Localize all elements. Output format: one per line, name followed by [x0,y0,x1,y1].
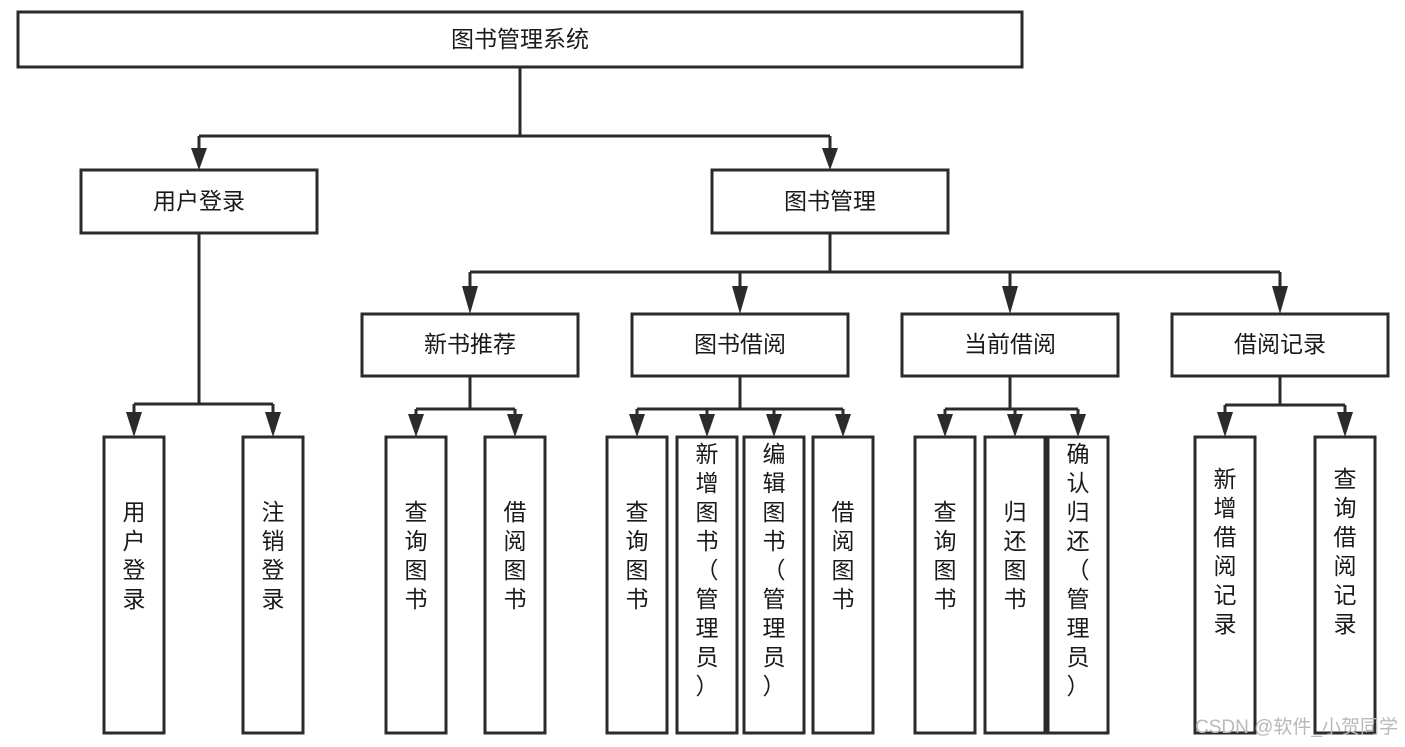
node-leaf-query-book-3-box[interactable] [913,435,977,735]
node-leaf-borrow-book-2-box[interactable] [811,435,875,735]
node-borrow-record-label: 借阅记录 [1234,331,1326,357]
node-leaf-edit-book[interactable]: 编辑图书（管理员） [742,435,806,735]
node-user-login-label: 用户登录 [153,188,245,214]
node-leaf-query-book-3[interactable]: 查询图书 [913,435,977,735]
csdn-watermark: CSDN @软件_小贺同学 [1195,716,1398,738]
connector-layer [126,67,1353,437]
node-book-manage-box[interactable] [710,168,950,235]
node-leaf-user-login-label: 用户登录 [123,499,146,612]
arrowhead-leaf-user-login [126,412,142,437]
arrowhead-leaf-return-book [1007,414,1023,437]
arrowhead-book-manage [822,148,838,170]
node-leaf-query-record-label: 查询借阅记录 [1334,466,1357,637]
arrowhead-leaf-borrow-book-2 [835,414,851,437]
arrowhead-newbook [462,286,478,314]
node-leaf-query-record[interactable]: 查询借阅记录 [1313,435,1377,735]
node-leaf-borrow-book-1[interactable]: 借阅图书 [483,435,547,735]
node-leaf-confirm-return[interactable]: 确认归还（管理员） [1046,435,1110,735]
arrowhead-bookborrow [732,286,748,314]
node-leaf-logout-login[interactable]: 注销登录 [241,435,305,735]
node-book-borrow[interactable]: 图书借阅 [630,312,850,378]
node-leaf-borrow-book-1-label: 借阅图书 [504,499,527,612]
arrowhead-leaf-borrow-book-1 [507,414,523,437]
node-borrow-record[interactable]: 借阅记录 [1170,312,1390,378]
node-new-book-recommend[interactable]: 新书推荐 [360,312,580,378]
node-leaf-add-record-label: 新增借阅记录 [1214,466,1237,637]
node-root[interactable]: 图书管理系统 [16,10,1024,69]
node-user-login-box[interactable] [79,168,319,235]
node-book-manage-label: 图书管理 [784,188,876,214]
node-new-book-recommend-box[interactable] [360,312,580,378]
arrowhead-leaf-query-book-1 [408,414,424,437]
node-leaf-return-book-box[interactable] [983,435,1047,735]
node-leaf-query-book-1[interactable]: 查询图书 [384,435,448,735]
node-leaf-query-book-1-box[interactable] [384,435,448,735]
arrowhead-leaf-add-book [699,414,715,437]
node-leaf-query-book-1-label: 查询图书 [405,499,428,612]
node-leaf-query-book-2[interactable]: 查询图书 [605,435,669,735]
node-leaf-query-book-2-label: 查询图书 [626,499,649,612]
node-leaf-query-record-box[interactable] [1313,435,1377,735]
node-leaf-add-book-label: 新增图书（管理员） [696,441,719,699]
arrowhead-leaf-edit-book [766,414,782,437]
node-new-book-recommend-label: 新书推荐 [424,331,516,357]
node-root-box[interactable] [16,10,1024,69]
node-leaf-confirm-return-box[interactable] [1046,435,1110,735]
arrowhead-currentborrow [1002,286,1018,314]
node-leaf-logout-login-label: 注销登录 [262,499,285,612]
arrowhead-leaf-query-record [1337,412,1353,437]
arrowhead-leaf-query-book-3 [937,414,953,437]
arrowhead-leaf-confirm-return [1070,414,1086,437]
node-leaf-edit-book-box[interactable] [742,435,806,735]
node-user-login[interactable]: 用户登录 [79,168,319,235]
node-leaf-return-book[interactable]: 归还图书 [983,435,1047,735]
node-leaf-add-book-box[interactable] [675,435,739,735]
node-leaf-return-book-label: 归还图书 [1004,499,1027,612]
node-leaf-borrow-book-1-box[interactable] [483,435,547,735]
node-leaf-user-login[interactable]: 用户登录 [102,435,166,735]
node-leaf-borrow-book-2-label: 借阅图书 [832,499,855,612]
arrowhead-leaf-logout-login [265,412,281,437]
arrowhead-borrowrecord [1272,286,1288,314]
node-root-label: 图书管理系统 [451,26,589,52]
node-borrow-record-box[interactable] [1170,312,1390,378]
node-leaf-borrow-book-2[interactable]: 借阅图书 [811,435,875,735]
node-leaf-add-record-box[interactable] [1193,435,1257,735]
node-leaf-query-book-2-box[interactable] [605,435,669,735]
node-book-borrow-label: 图书借阅 [694,331,786,357]
node-leaf-add-book[interactable]: 新增图书（管理员） [675,435,739,735]
node-book-manage[interactable]: 图书管理 [710,168,950,235]
node-leaf-edit-book-label: 编辑图书（管理员） [763,441,786,699]
arrowhead-leaf-add-record [1217,412,1233,437]
arrowhead-user-login [191,148,207,170]
node-book-borrow-box[interactable] [630,312,850,378]
node-current-borrow-box[interactable] [900,312,1120,378]
node-current-borrow[interactable]: 当前借阅 [900,312,1120,378]
node-leaf-query-book-3-label: 查询图书 [934,499,957,612]
node-current-borrow-label: 当前借阅 [964,331,1056,357]
node-leaf-user-login-box[interactable] [102,435,166,735]
arrowhead-leaf-query-book-2 [629,414,645,437]
node-leaf-confirm-return-label: 确认归还（管理员） [1067,441,1090,699]
node-leaf-add-record[interactable]: 新增借阅记录 [1193,435,1257,735]
node-leaf-logout-login-box[interactable] [241,435,305,735]
